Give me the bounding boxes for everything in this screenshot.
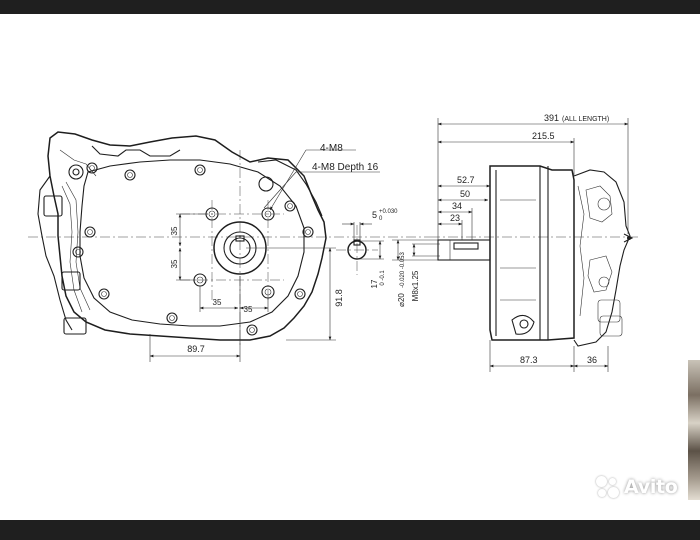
shaft-diameter-dims [392, 239, 440, 261]
dim-50: 50 [460, 189, 470, 199]
right-top-boss [258, 176, 274, 192]
front-view: 35 35 35 35 91.8 89.7 [28, 131, 430, 362]
dim-shaft-height: 91.8 [334, 289, 344, 307]
bottom-left-foot [63, 317, 87, 335]
top-left-boss [68, 164, 84, 180]
callout-bolt-depth: 4-M8 Depth 16 [312, 162, 379, 173]
top-detail [59, 149, 97, 177]
dim-shaft-diameter-tol: -0.020 -0.053 [400, 251, 406, 287]
dim-87: 87.3 [520, 355, 538, 365]
dim-34: 34 [452, 201, 462, 211]
dim-23: 23 [450, 213, 460, 223]
dim-thread: M8x1.25 [411, 270, 420, 301]
left-boss-upper [43, 195, 63, 217]
dim-key-width-tol-lower: 0 [379, 216, 383, 222]
avito-logo-icon [594, 474, 620, 500]
avito-watermark-text: Avito [624, 476, 678, 498]
side-view-dims [437, 118, 629, 372]
dim-shaft-diameter: ⌀20 [397, 293, 406, 307]
dim-215: 215.5 [532, 131, 555, 141]
dim-key-width-tol-upper: +0.030 [379, 209, 398, 215]
dim-pattern-vertical-upper: 35 [170, 226, 179, 235]
dim-shaft-offset: 89.7 [187, 344, 205, 354]
dim-key-depth-tol: 0 -0.1 [380, 270, 386, 286]
reduction-housing [489, 165, 575, 341]
dim-pattern-horizontal-left: 35 [213, 298, 222, 307]
dim-all-length-note: (ALL LENGTH) [562, 116, 609, 123]
dim-36: 36 [587, 355, 597, 365]
left-flange [37, 175, 73, 331]
side-view [430, 165, 640, 347]
perimeter-bolts [72, 162, 314, 336]
dim-pattern-vertical-lower: 35 [170, 259, 179, 268]
engine-block [573, 169, 631, 347]
bottom-frame-bar [0, 520, 700, 540]
adjacent-photo-edge [688, 360, 700, 500]
dim-key-width: 5 [372, 210, 377, 220]
shaft-section-view [336, 222, 384, 275]
m8-bolt-pattern [180, 200, 284, 302]
tip-marker [623, 233, 634, 243]
callout-bolt-spec: 4-M8 [320, 143, 343, 154]
dim-key-depth: 17 [370, 279, 379, 288]
left-boss-lower [61, 271, 81, 291]
left-rib-b [65, 181, 91, 311]
left-rib-a [61, 185, 83, 313]
right-top-lug [257, 159, 323, 217]
dim-52: 52.7 [457, 175, 475, 185]
dim-pattern-horizontal-right: 35 [244, 305, 253, 314]
top-frame-bar [0, 0, 700, 14]
avito-watermark: Avito [594, 474, 694, 500]
dim-all-length: 391 [544, 113, 559, 123]
oil-plug [511, 314, 535, 335]
top-breather [91, 145, 181, 157]
inner-plate-outline [79, 159, 305, 327]
